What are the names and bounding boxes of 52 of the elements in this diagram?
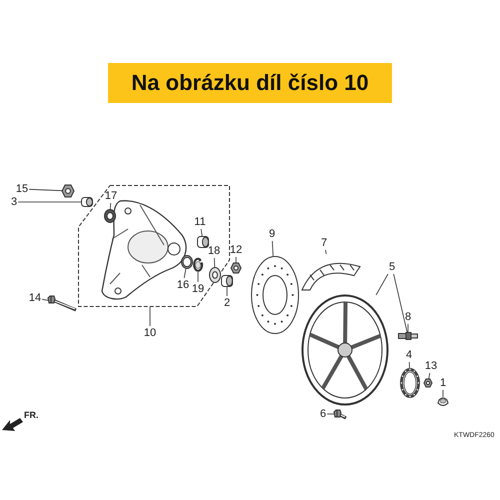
leader-line — [393, 274, 408, 332]
callout-number: 13 — [424, 360, 438, 372]
callout-number: 3 — [10, 196, 18, 208]
leader-line — [226, 286, 228, 296]
leader-line — [325, 250, 327, 254]
nut-drawing — [231, 263, 241, 273]
nut-drawing — [62, 185, 74, 197]
collar-drawing — [197, 236, 209, 248]
valve-drawing — [398, 332, 418, 340]
washer-drawing — [209, 267, 221, 283]
callout-number: 1 — [440, 377, 446, 389]
bearing-drawing — [181, 255, 193, 269]
nut-drawing — [424, 379, 432, 387]
circlip-drawing — [193, 258, 203, 272]
callout-number: 19 — [192, 283, 204, 295]
callout-number: 6 — [320, 408, 326, 420]
collar-drawing — [81, 197, 93, 207]
callout-number: 10 — [144, 327, 156, 339]
callout-number: 18 — [208, 245, 220, 257]
leader-line — [214, 258, 216, 268]
callout-number: 2 — [224, 297, 230, 309]
title-banner: Na obrázku díl číslo 10 — [108, 63, 392, 103]
wheel-rim-drawing — [302, 295, 388, 405]
leader-line — [184, 268, 186, 278]
leader-line — [272, 240, 274, 256]
callout-number: 5 — [388, 261, 396, 273]
leader-line — [42, 298, 48, 301]
callout-number: 9 — [268, 228, 276, 240]
leader-line — [110, 202, 112, 210]
callout-number: 12 — [230, 244, 242, 256]
leader-line — [376, 274, 388, 296]
collar-drawing — [221, 275, 233, 287]
callout-number: 8 — [404, 311, 412, 323]
leader-line — [200, 228, 202, 236]
cap-drawing — [437, 397, 449, 407]
callout-number: 17 — [104, 190, 118, 202]
bolt-drawing — [334, 410, 346, 418]
seal-drawing — [104, 209, 116, 223]
bolt-drawing — [48, 296, 76, 310]
callout-number: 14 — [28, 292, 42, 304]
callout-number: 7 — [320, 237, 328, 249]
callout-number: 15 — [16, 183, 28, 195]
callout-number: 16 — [176, 279, 190, 291]
callout-number: 11 — [194, 216, 206, 228]
seal-ring-drawing — [400, 368, 420, 398]
direction-label: FR. — [24, 410, 38, 420]
leader-line — [28, 188, 62, 192]
leader-line — [442, 390, 444, 398]
brake-disc-drawing — [251, 256, 299, 334]
callout-number: 4 — [406, 349, 412, 361]
leader-line — [408, 362, 410, 368]
assembly-outline — [78, 185, 230, 307]
